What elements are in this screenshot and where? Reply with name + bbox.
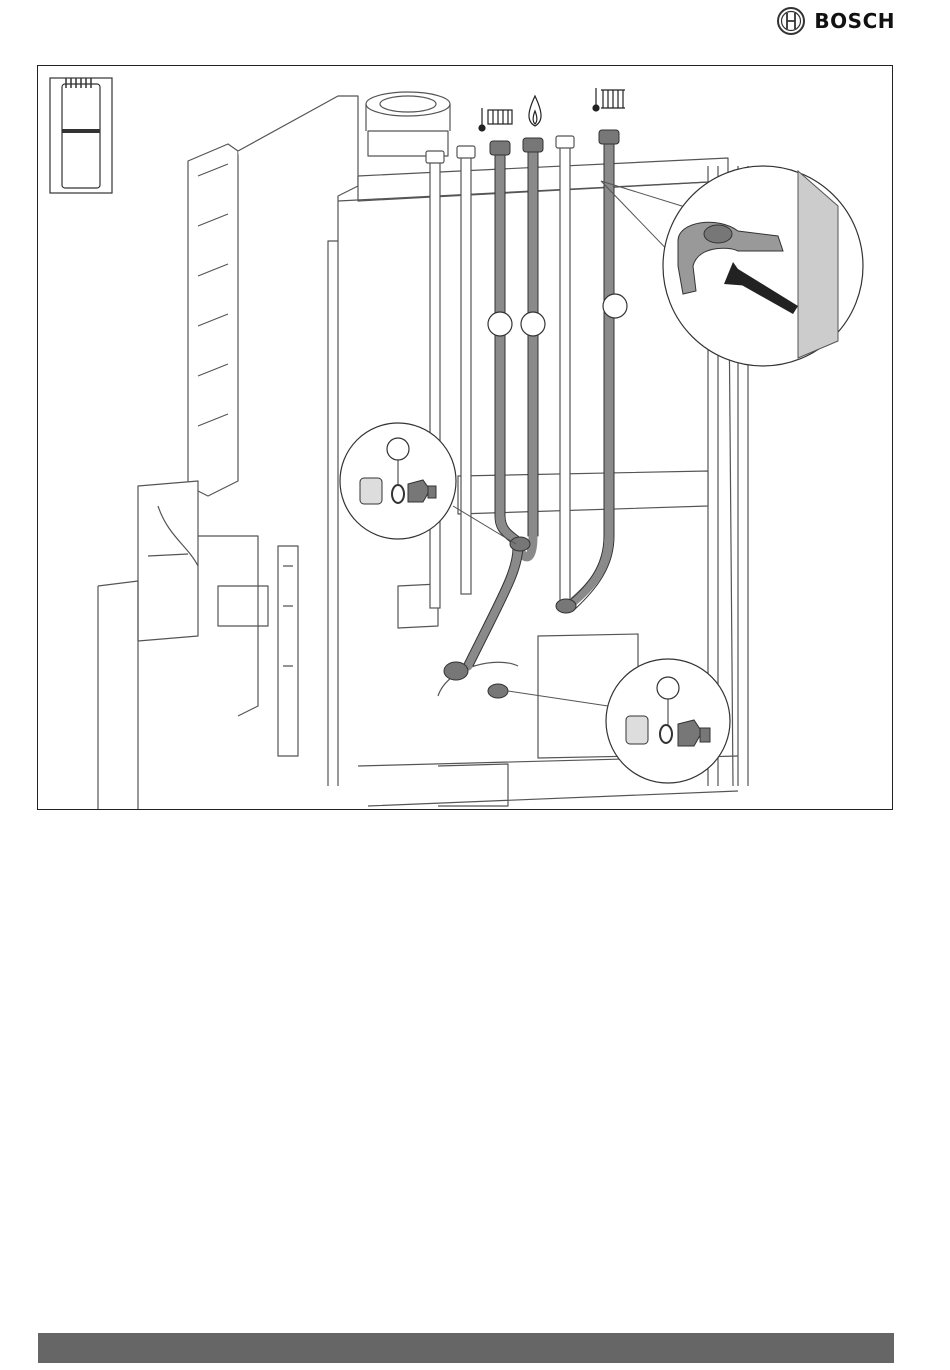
flex-pipe-heating-return	[568, 136, 609, 606]
heating-return-thermometer-icon	[593, 88, 625, 111]
pipe-cap-1	[490, 141, 510, 155]
valve-assembly	[138, 481, 198, 641]
installation-figure	[37, 65, 893, 810]
brand-header: BOSCH	[776, 6, 895, 36]
detail-marker-1	[387, 438, 409, 460]
detail-marker-2	[657, 677, 679, 699]
pipe-marker-1	[488, 312, 512, 336]
brand-name: BOSCH	[814, 9, 895, 33]
pipe-outline-3	[560, 144, 570, 604]
pipe-clip-callout	[601, 166, 863, 366]
bosch-logo-icon	[776, 6, 806, 36]
heating-flow-thermometer-icon	[479, 108, 512, 131]
union-nut-1	[444, 662, 468, 680]
pipe-outline-2	[461, 154, 471, 594]
boiler-unit-icon	[50, 78, 112, 193]
union-nut-2	[510, 537, 530, 551]
gas-flame-icon	[529, 96, 541, 126]
union-nut-3	[556, 599, 576, 613]
pipe-marker-3	[603, 294, 627, 318]
installation-illustration	[38, 66, 893, 810]
footer-bar	[38, 1333, 894, 1363]
union-detail-callout-2	[508, 659, 730, 783]
pipe-cap-2	[523, 138, 543, 152]
union-nut-4	[488, 684, 508, 698]
pipe-cap-3	[599, 130, 619, 144]
pipe-outline-1	[430, 158, 440, 608]
pipe-marker-2	[521, 312, 545, 336]
